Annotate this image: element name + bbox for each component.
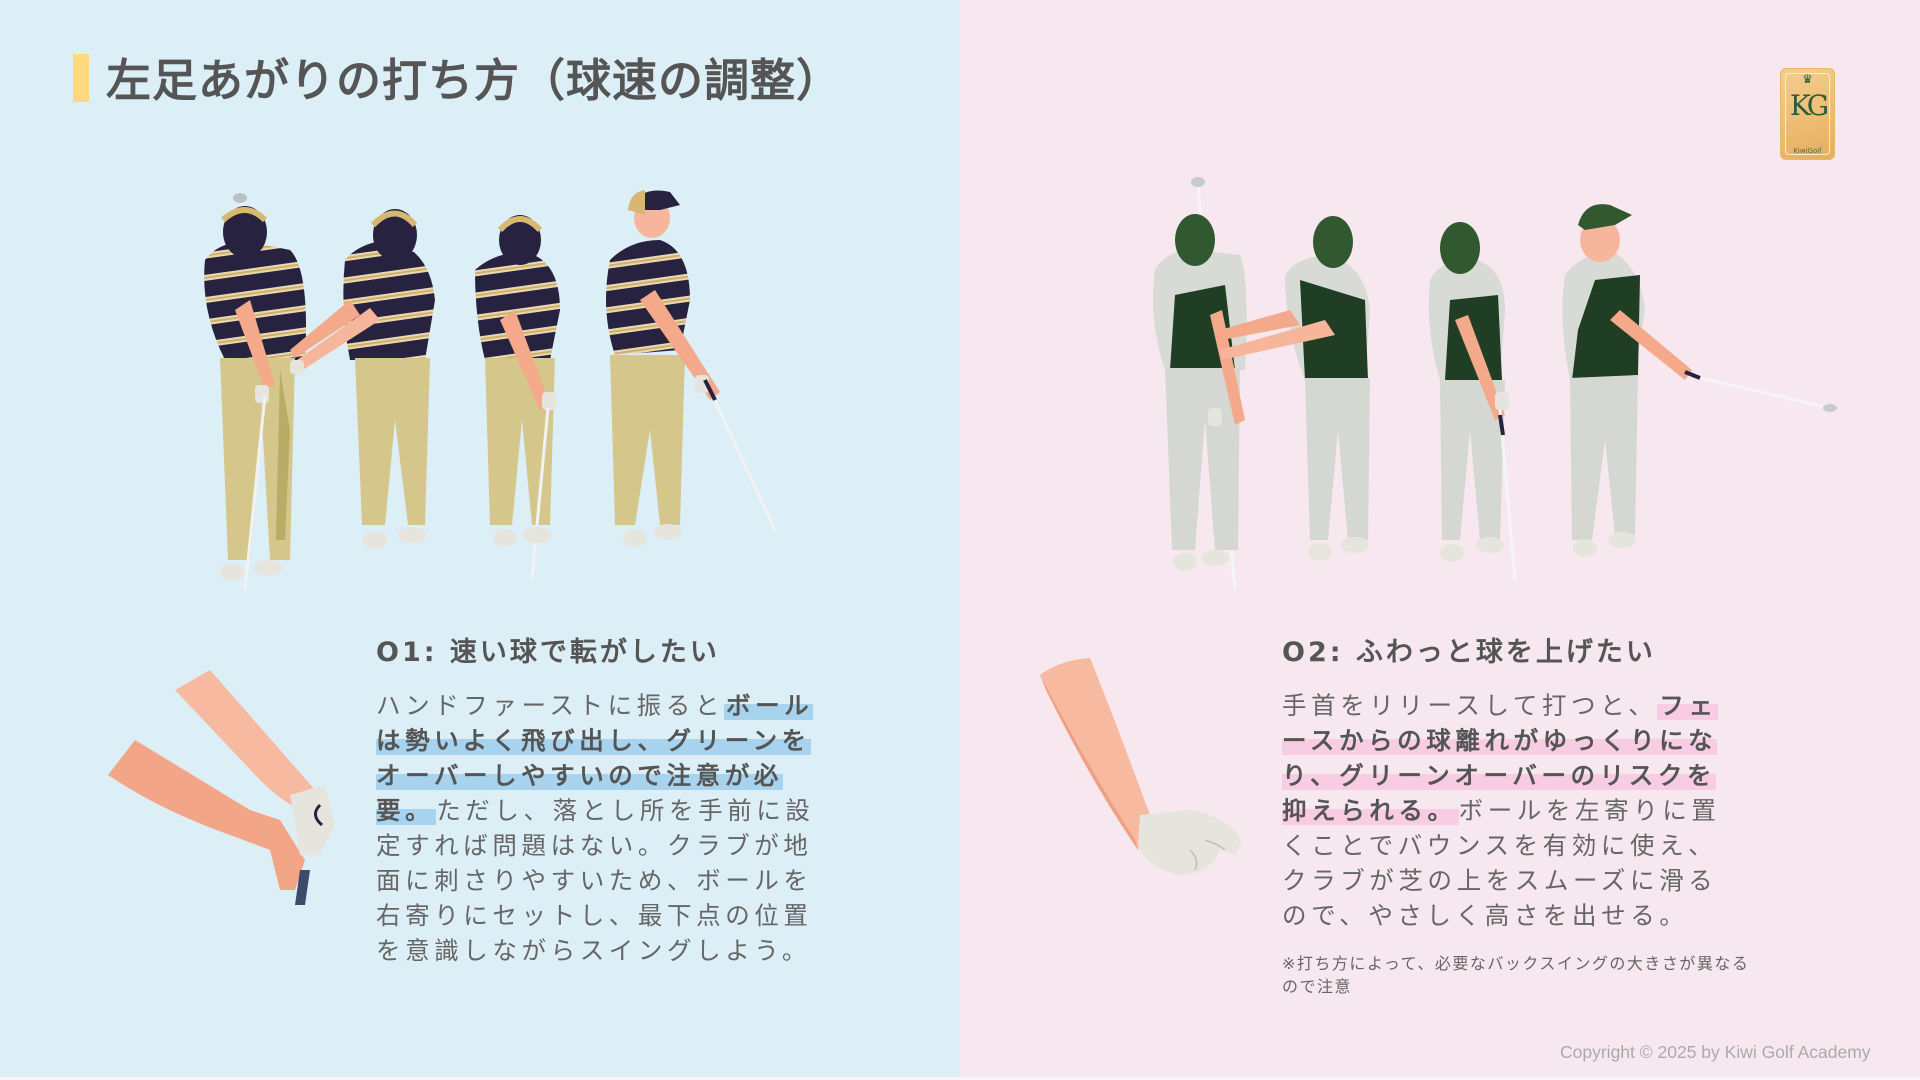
logo-name: KiwiGolf — [1793, 147, 1822, 155]
hands-forward-grip-illustration — [108, 670, 335, 905]
right-panel — [960, 0, 1920, 1077]
wrist-release-fist-illustration — [1040, 658, 1242, 875]
page-title: 左足あがりの打ち方（球速の調整） — [106, 54, 843, 107]
bottom-strip — [0, 1077, 1920, 1080]
golfer-sequence-striped-polo-illustration — [204, 190, 777, 590]
golfer-2 — [1220, 216, 1370, 561]
left-panel — [0, 0, 960, 1077]
golfer-1 — [1152, 177, 1247, 591]
copyright: Copyright © 2025 by Kiwi Golf Academy — [1560, 1042, 1871, 1062]
section-2-note: ※打ち方によって、必要なバックスイングの大きさが異なるので注意 — [1282, 954, 1750, 996]
section-1-body-rest: ただし、落とし所を手前に設定すれば問題はない。クラブが地面に刺さりやすいため、ボ… — [376, 796, 815, 965]
section-2-body-rest: ボールを左寄りに置くことでバウンスを有効に使え、クラブが芝の上をスムーズに滑るの… — [1282, 796, 1721, 930]
golfer-4 — [1562, 204, 1837, 557]
golfer-1 — [204, 193, 306, 590]
golfer-2 — [290, 209, 435, 549]
title-accent-bar — [73, 54, 89, 102]
golfer-3 — [1428, 222, 1517, 581]
section-2-body-intro: 手首をリリースして打つと、 — [1282, 691, 1658, 720]
kiwigolf-logo: ♛ KG KiwiGolf — [1780, 68, 1835, 160]
section-1-body-intro: ハンドファーストに振ると — [376, 691, 724, 720]
logo-frame — [1785, 73, 1830, 155]
golfer-3 — [475, 215, 560, 579]
section-2-heading: O2: ふわっと球を上げたい — [1282, 637, 1656, 668]
crown-icon: ♛ — [1802, 72, 1813, 86]
section-1-body: ハンドファーストに振るとボールは勢いよく飛び出し、グリーンをオーバーしやすいので… — [376, 688, 834, 968]
logo-monogram: KG — [1789, 89, 1829, 122]
golfer-4 — [606, 190, 777, 547]
section-1-heading: O1: 速い球で転がしたい — [376, 637, 720, 668]
section-2-body: 手首をリリースして打つと、フェースからの球離れがゆっくりになり、グリーンオーバー… — [1282, 688, 1740, 933]
golfer-sequence-green-vest-illustration — [1152, 177, 1837, 591]
